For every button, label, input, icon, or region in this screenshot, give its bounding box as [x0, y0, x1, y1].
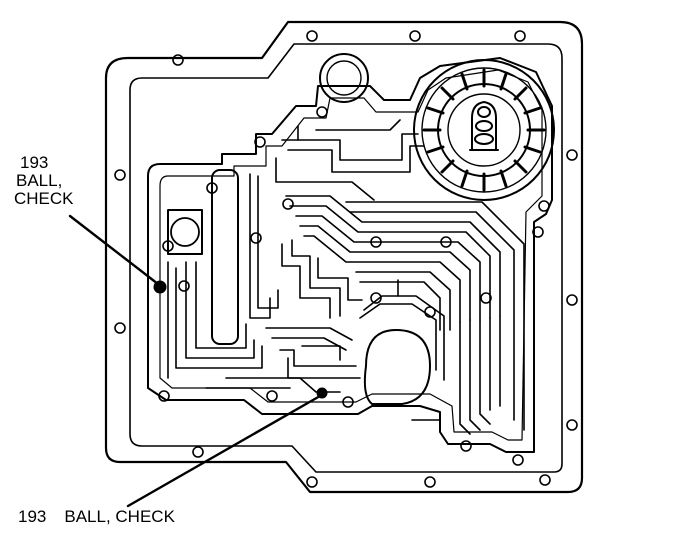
bolt-hole-icon — [114, 30, 578, 488]
gasket-outline-icon — [104, 20, 584, 494]
valve-bore — [170, 217, 200, 247]
valve-body-plate — [147, 57, 553, 453]
callout-number: 193 — [20, 153, 49, 172]
callout-number: 193 — [18, 507, 47, 526]
valve-body-plate-inner — [159, 69, 543, 441]
callout-bottom: 193 BALL, CHECK — [18, 508, 175, 526]
valve-slot — [211, 169, 239, 345]
leader-line-icon — [126, 394, 322, 508]
callout-upper-left: 193 BALL, CHECK — [14, 154, 74, 208]
callout-label-line1: BALL, — [16, 171, 63, 190]
accumulator-bore — [319, 53, 369, 103]
callout-label-line2: CHECK — [14, 189, 74, 208]
leader-line-icon — [68, 214, 160, 286]
pump-bore — [363, 329, 431, 405]
gasket-inner-outline — [129, 43, 563, 473]
servo-piston-icon — [413, 59, 555, 201]
callout-label: BALL, CHECK — [64, 507, 175, 526]
